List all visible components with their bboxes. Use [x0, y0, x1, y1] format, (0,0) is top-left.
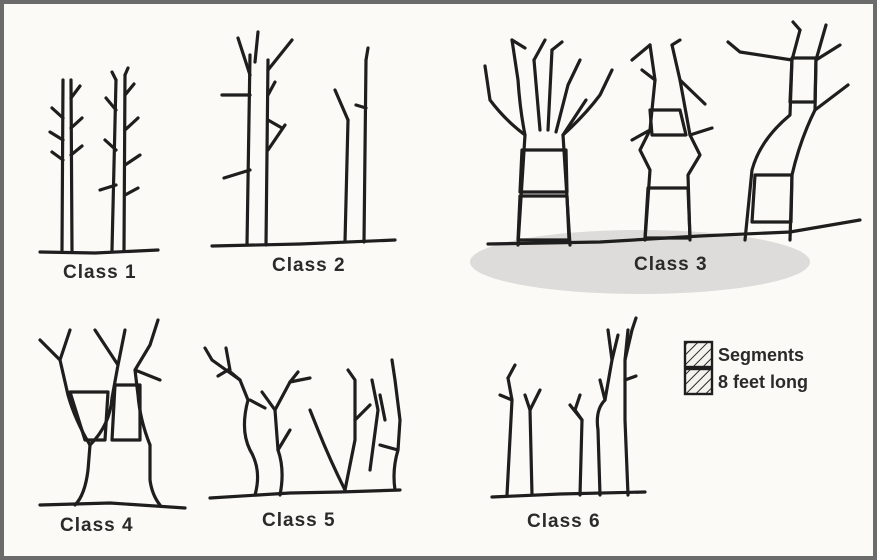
class-6-trees	[492, 318, 645, 497]
class-2-label: Class 2	[272, 255, 346, 277]
class-1-label: Class 1	[63, 262, 137, 284]
class-5-label: Class 5	[262, 510, 336, 532]
segment-hatch	[790, 58, 816, 102]
segment-hatch	[520, 150, 567, 192]
legend-swatches	[685, 342, 712, 394]
legend-line-1: Segments	[718, 345, 804, 366]
legend-swatch-segments	[685, 342, 712, 367]
class-3-trees	[485, 22, 860, 245]
class-3-label: Class 3	[634, 254, 708, 276]
class-6-label: Class 6	[527, 511, 601, 533]
legend-swatch-length	[685, 369, 712, 394]
segment-hatch	[752, 175, 792, 222]
segment-hatch	[112, 385, 140, 440]
class-2-trees	[212, 32, 395, 246]
class-1-trees	[40, 68, 158, 253]
class-5-trees	[205, 348, 400, 498]
legend-line-2: 8 feet long	[718, 372, 808, 393]
class-4-label: Class 4	[60, 515, 134, 537]
class-4-trees	[40, 320, 185, 508]
segment-hatch	[650, 110, 686, 135]
segment-hatch	[518, 196, 569, 240]
